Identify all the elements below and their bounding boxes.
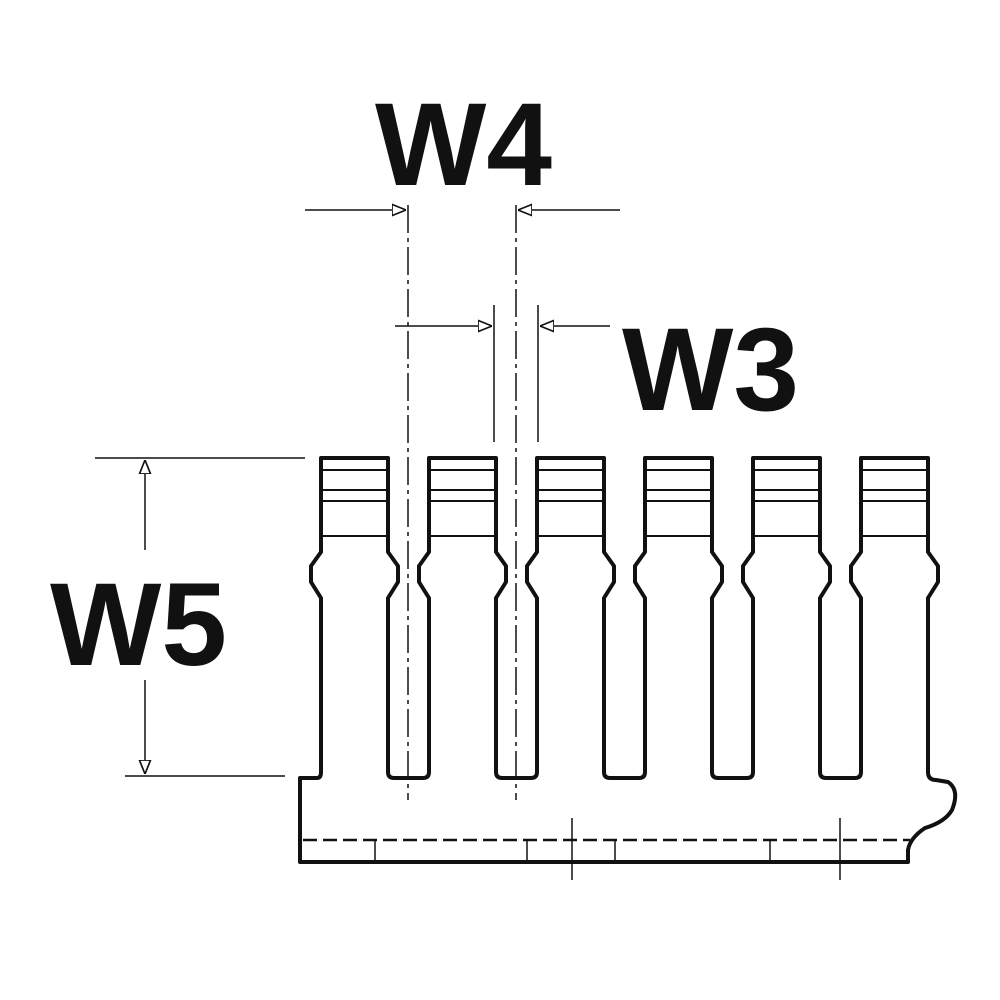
base-hidden-line — [303, 818, 910, 880]
w5-dimension — [95, 457, 305, 777]
w5-label: W5 — [50, 559, 227, 691]
w3-dimension — [395, 305, 610, 442]
finger-detail-lines — [321, 469, 928, 537]
w3-label: W3 — [622, 304, 799, 436]
comb-outline — [298, 456, 958, 864]
w4-dimension — [305, 205, 620, 800]
w4-label: W4 — [375, 79, 552, 211]
comb-part-outline — [298, 456, 958, 864]
